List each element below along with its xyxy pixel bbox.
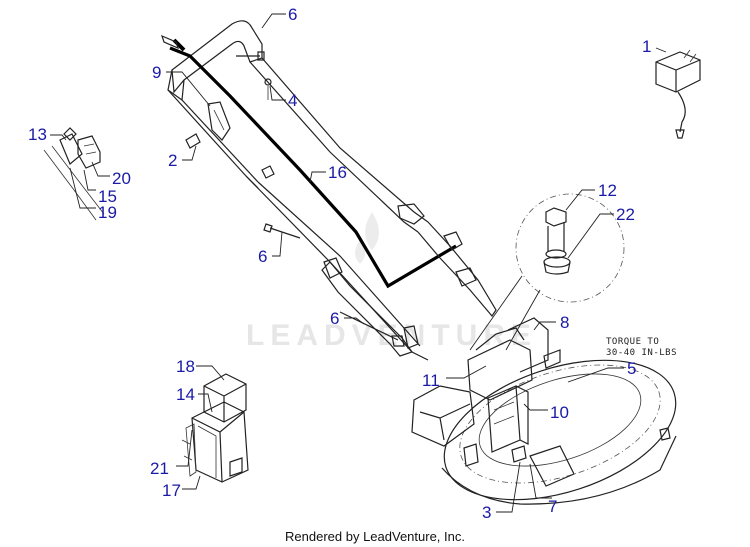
- callout-8: 8: [560, 313, 569, 332]
- callout-22: 22: [616, 205, 635, 224]
- callout-12: 12: [598, 181, 617, 200]
- torque-note-line1: TORQUE TO: [606, 337, 659, 347]
- callout-21: 21: [150, 459, 169, 478]
- callout-3: 3: [482, 503, 491, 522]
- callout-11: 11: [422, 371, 440, 390]
- callout-14: 14: [176, 385, 195, 404]
- callout-9: 9: [152, 63, 161, 82]
- callout-13: 13: [28, 125, 47, 144]
- callout-1: 1: [642, 37, 651, 56]
- callout-18: 18: [176, 357, 195, 376]
- callout-6-middle: 6: [258, 247, 267, 266]
- watermark-flame-icon: [355, 212, 379, 264]
- callout-4: 4: [288, 91, 297, 110]
- callout-17: 17: [162, 481, 181, 500]
- charger: [655, 49, 701, 139]
- mower-deck: [411, 317, 677, 505]
- battery: [181, 373, 249, 483]
- callout-2: 2: [168, 151, 177, 170]
- callout-6-top: 6: [288, 5, 297, 24]
- callout-10: 10: [550, 403, 569, 422]
- callout-7: 7: [548, 497, 557, 516]
- watermark: LEADVENTURE: [246, 212, 531, 352]
- callout-6-lower: 6: [330, 309, 339, 328]
- leader-lines: [50, 13, 667, 513]
- callout-16: 16: [328, 163, 347, 182]
- torque-note: TORQUE TO 30-40 IN-LBS: [606, 337, 677, 358]
- callout-19: 19: [98, 203, 117, 222]
- switch-box: [43, 127, 105, 221]
- callout-5: 5: [627, 359, 636, 378]
- handle-assembly: [161, 20, 497, 361]
- footer-credit: Rendered by LeadVenture, Inc.: [285, 529, 465, 544]
- callout-20: 20: [112, 169, 131, 188]
- detail-view: [469, 193, 625, 351]
- torque-note-line2: 30-40 IN-LBS: [606, 348, 677, 358]
- callout-15: 15: [98, 187, 117, 206]
- callouts: 1 2 3 4 5 6 6 6 7 8 9 10 11 12 22 13 14 …: [28, 5, 651, 522]
